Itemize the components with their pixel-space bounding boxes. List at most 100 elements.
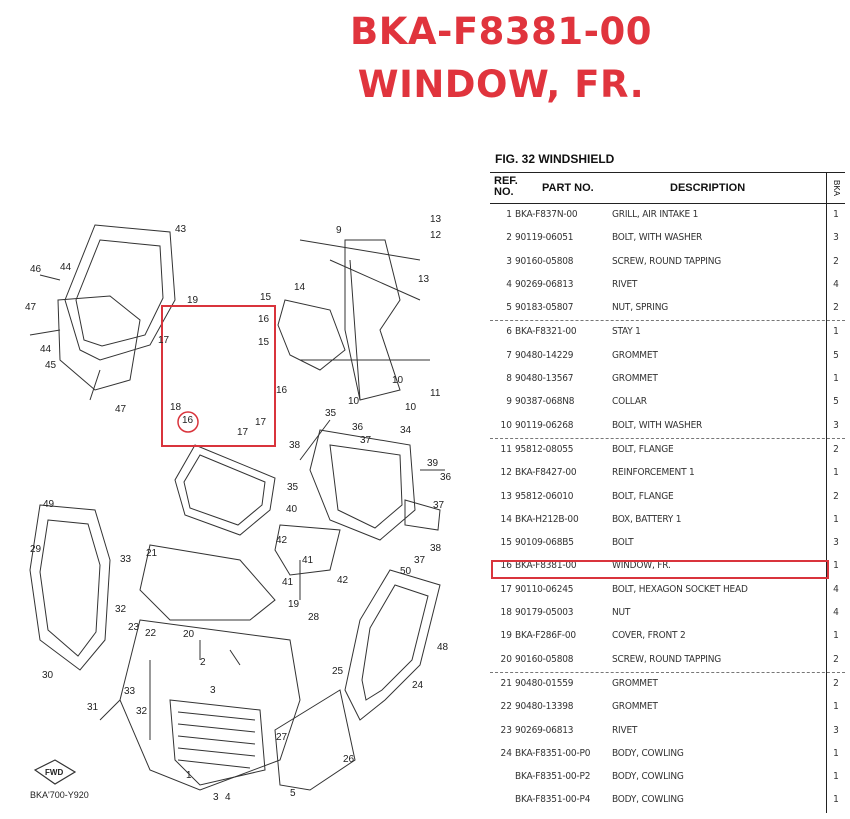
part-callout: 36 [440,472,452,483]
part-no-cell: 90480-13567 [515,373,574,385]
part-callout: 13 [430,214,442,225]
part-callout: 44 [60,262,72,273]
ref-cell: 4 [506,278,512,290]
ref-cell: 6 [506,326,512,338]
ref-cell: 5 [506,302,512,314]
ref-cell: 2 [506,232,512,244]
description-cell: BOX, BATTERY 1 [612,513,682,525]
diagram-code: BKA'700-Y920 [30,790,89,800]
ref-cell: 12 [500,467,512,479]
description-cell: GROMMET [612,373,658,385]
description-cell: NUT [612,607,631,619]
description-cell: REINFORCEMENT 1 [612,467,695,479]
highlighted-row-box [491,560,829,579]
part-callout: 30 [42,670,54,681]
description-cell: BODY, COWLING [612,747,684,759]
ref-cell: 13 [500,490,512,502]
part-callout: 4 [225,792,231,803]
part-no-cell: BKA-F8321-00 [515,326,577,338]
ref-cell: 21 [500,677,512,689]
part-no-cell: 90179-05003 [515,607,574,619]
part-callout: 42 [276,535,288,546]
qty-cell: 3 [833,537,839,549]
ref-cell: 20 [500,653,512,665]
part-no-cell: BKA-F286F-00 [515,630,576,642]
description-cell: RIVET [612,724,638,736]
part-no-cell: BKA-F8351-00-P4 [515,794,591,806]
ref-cell: 3 [506,255,512,267]
part-callout: 19 [288,599,300,610]
description-cell: BODY, COWLING [612,771,684,783]
description-cell: BOLT [612,537,634,549]
part-callout: 2 [200,657,206,668]
description-cell: BOLT, WITH WASHER [612,419,703,431]
part-no-cell: 90109-068B5 [515,537,574,549]
part-no-cell: 90269-06813 [515,724,574,736]
ref-cell: 24 [500,747,512,759]
description-cell: BOLT, HEXAGON SOCKET HEAD [612,583,748,595]
parts-table-header: REF.NO. PART NO. DESCRIPTION BKA [490,173,845,204]
part-no-cell: 90480-14229 [515,349,574,361]
part-callout: 26 [343,754,355,765]
part-callout: 47 [115,404,127,415]
qty-cell: 2 [833,490,839,502]
part-callout: 13 [418,274,430,285]
part-no-cell: 90110-06245 [515,583,574,595]
part-callout: 17 [158,335,170,346]
qty-cell: 3 [833,232,839,244]
part-callout: 21 [146,548,158,559]
part-callout: 39 [427,458,439,469]
part-callout: 25 [332,666,344,677]
part-no-cell: 90269-06813 [515,278,574,290]
part-callout: 36 [352,422,364,433]
part-callout: 12 [430,230,442,241]
part-callout: 37 [433,500,445,511]
qty-cell: 1 [833,373,839,385]
part-no-cell: 90480-01559 [515,677,574,689]
part-callout: 33 [120,554,132,565]
description-header: DESCRIPTION [670,182,746,194]
qty-cell: 1 [833,771,839,783]
part-no-cell: BKA-F837N-00 [515,209,578,220]
part-callout: 3 [213,792,219,803]
part-callout: 28 [308,612,320,623]
description-cell: COLLAR [612,396,647,408]
qty-cell: 5 [833,396,839,408]
part-no-cell: 90119-06051 [515,232,574,244]
qty-cell: 2 [833,653,839,665]
part-no-cell: 90183-05807 [515,302,574,314]
part-callout: 20 [183,629,195,640]
part-callout: 1 [186,770,192,781]
description-cell: GROMMET [612,349,658,361]
qty-cell: 1 [833,326,839,338]
description-cell: BODY, COWLING [612,794,684,806]
part-callout: 27 [276,732,288,743]
qty-cell: 3 [833,724,839,736]
part-callout: 11 [430,388,441,399]
part-callout: 29 [30,544,42,555]
part-name-heading: WINDOW, FR. [357,63,645,106]
qty-cell: 1 [833,209,839,220]
description-cell: GRILL, AIR INTAKE 1 [612,209,699,220]
part-callout: 16 [276,385,288,396]
part-callout: 16 [258,314,270,325]
description-cell: SCREW, ROUND TAPPING [612,255,722,267]
description-cell: RIVET [612,278,638,290]
part-no-cell: 90160-05808 [515,255,574,267]
part-no-cell: 90387-068N8 [515,396,575,408]
part-callout: 34 [400,425,412,436]
description-cell: WINDOW, FR. [612,560,671,572]
